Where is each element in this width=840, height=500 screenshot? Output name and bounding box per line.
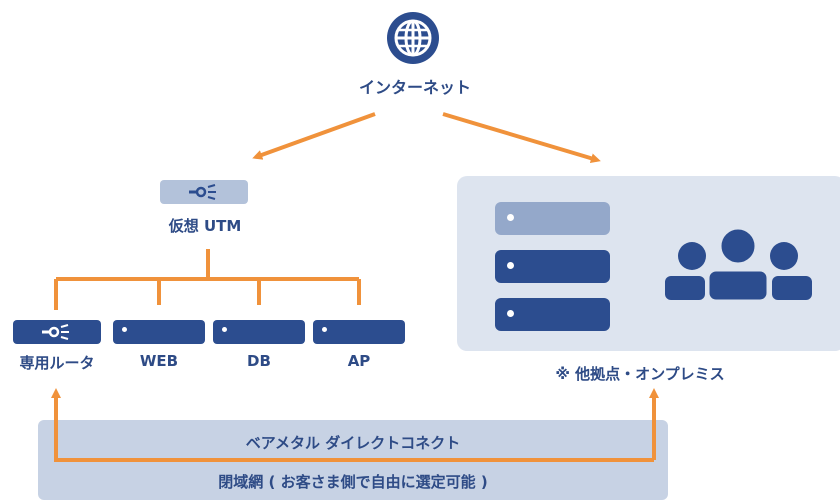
dedicated-router — [13, 320, 101, 344]
arrow-band-to-router — [51, 388, 654, 462]
server-icon — [495, 298, 610, 331]
internet-label: インターネット — [358, 78, 471, 97]
globe-icon — [387, 12, 439, 64]
server-icon — [122, 327, 127, 332]
utm-device — [160, 180, 248, 204]
arrow-internet-to-onprem — [442, 112, 601, 164]
device-label-router: 専用ルータ — [19, 354, 95, 372]
server-icon — [495, 202, 610, 235]
server-ap — [313, 320, 405, 344]
server-icon — [222, 327, 227, 332]
server-icon — [495, 250, 610, 283]
arrow-internet-to-utm — [252, 112, 376, 160]
device-label-web: WEB — [139, 352, 179, 370]
router-icon — [42, 324, 69, 340]
utm-label: 仮想 UTM — [168, 217, 242, 235]
onprem-panel — [457, 176, 840, 351]
device-label-ap: AP — [347, 352, 371, 370]
device-label-db: DB — [247, 352, 271, 370]
direct-connect-title: ベアメタル ダイレクトコネクト — [245, 434, 461, 452]
server-web — [113, 320, 205, 344]
router-icon — [189, 184, 216, 200]
server-db — [213, 320, 305, 344]
closed-network-subtitle: 閉域網 ( お客さま側で自由に選定可能 ) — [218, 473, 488, 491]
users-icon — [665, 228, 812, 302]
onprem-label: ※ 他拠点・オンプレミス — [555, 365, 725, 383]
server-icon — [322, 327, 327, 332]
